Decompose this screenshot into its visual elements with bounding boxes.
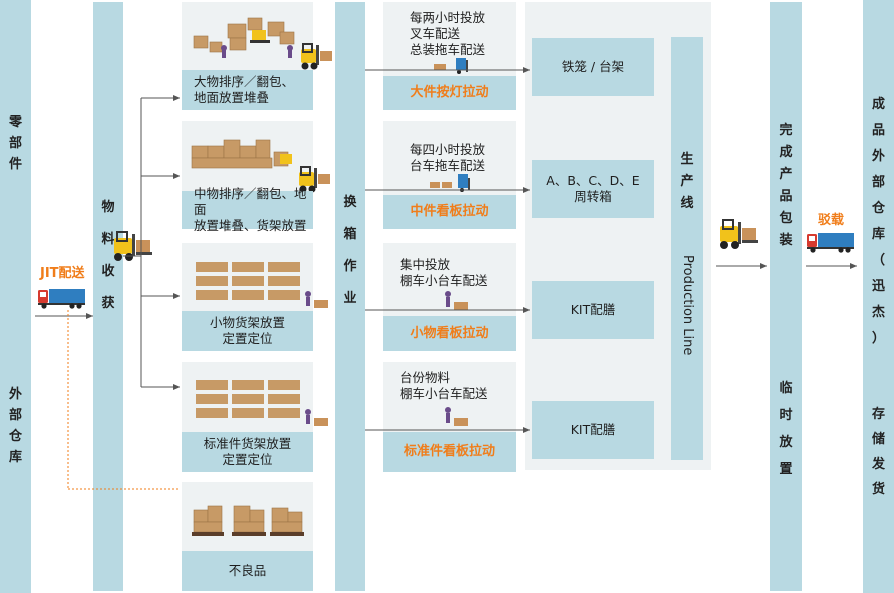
external-warehouse-char-1: 部: [8, 408, 22, 423]
delivery-medium-desc: 每四小时投放 台车拖车配送: [410, 142, 486, 173]
receiving-char-0: 物: [101, 200, 115, 215]
small-parts-shelf-icon: [196, 262, 328, 308]
production-line-char-2: 线: [680, 196, 694, 211]
material-receiving-column: 物料收获: [93, 2, 123, 591]
finished-warehouse-char-6: （: [871, 253, 885, 268]
jit-delivery-label: JIT配送: [40, 266, 85, 281]
delivery-small-desc: 集中投放 棚车小台车配送: [400, 257, 488, 288]
pull-medium-label: 中件看板拉动: [383, 195, 516, 229]
finished-warehouse-char-5: 库: [871, 227, 885, 242]
external-warehouse-char-3: 库: [8, 450, 22, 465]
receiving-char-2: 收: [101, 264, 115, 279]
parts-char-0: 零: [8, 115, 22, 130]
parts-char-2: 件: [8, 157, 22, 172]
truck-icon: [807, 233, 854, 253]
parts-source-column: 零部件 外部仓库: [0, 0, 31, 593]
finished-warehouse-column: 成品外部仓库 （ 迅杰 ） 存储发货: [863, 0, 894, 593]
external-warehouse-char-2: 仓: [8, 429, 22, 444]
parts-char-1: 部: [8, 136, 22, 151]
medium-parts-stack-icon: [191, 139, 292, 169]
finished-warehouse-char-0: 成: [871, 97, 885, 112]
temporary-storage-char-3: 置: [779, 462, 793, 477]
finished-packing-char-2: 产: [779, 167, 793, 182]
large-parts-stack-icon: [193, 17, 295, 58]
exchange-label: 换箱作业: [335, 187, 365, 315]
forklift-icon: [720, 219, 758, 249]
exchange-char-3: 业: [343, 291, 357, 306]
finished-packing-char-1: 成: [779, 145, 793, 160]
transfer-label: 驳载: [818, 213, 845, 228]
external-warehouse-label: 外部仓库: [0, 384, 31, 468]
standard-parts-shelf-icon: [196, 380, 328, 426]
storage-shipping-char-1: 储: [871, 432, 885, 447]
storage-standard-label: 标准件货架放置 定置定位: [182, 432, 313, 472]
receiving-char-3: 获: [101, 296, 115, 311]
finished-warehouse-char-8: 杰: [871, 305, 885, 320]
forklift-icon: [434, 58, 468, 74]
storage-defective-label: 不良品: [182, 551, 313, 591]
pull-large-label: 大件按灯拉动: [383, 76, 516, 110]
temporary-storage-label: 临时放置: [770, 375, 802, 483]
finished-packing-char-5: 装: [779, 233, 793, 248]
finished-warehouse-char-9: ）: [871, 331, 885, 346]
exchange-char-1: 箱: [343, 227, 357, 242]
temporary-storage-char-2: 放: [779, 435, 793, 450]
receiving-char-1: 料: [101, 232, 115, 247]
delivery-large-desc: 每两小时投放 叉车配送 总装拖车配送: [410, 10, 486, 57]
storage-small-label: 小物货架放置 定置定位: [182, 311, 313, 351]
storage-shipping-char-2: 发: [871, 457, 885, 472]
storage-shipping-char-3: 货: [871, 482, 885, 497]
finished-warehouse-char-2: 外: [871, 149, 885, 164]
finished-packing-char-4: 包: [779, 211, 793, 226]
production-line-column: 生产线: [671, 37, 703, 460]
temporary-storage-char-1: 时: [779, 408, 793, 423]
finished-warehouse-char-3: 部: [871, 175, 885, 190]
temporary-storage-char-0: 临: [779, 381, 793, 396]
delivery-standard-desc: 台份物料 棚车小台车配送: [400, 370, 488, 401]
exchange-box-column: 换箱作业: [335, 2, 365, 591]
finished-packing-char-0: 完: [779, 123, 793, 138]
finished-warehouse-label: 成品外部仓库 （ 迅杰 ）: [863, 92, 894, 352]
storage-large-label: 大物排序／翻包、 地面放置堆叠: [182, 70, 313, 110]
production-line-cn-label: 生产线: [671, 149, 703, 215]
production-line-char-0: 生: [680, 152, 694, 167]
exchange-char-0: 换: [343, 195, 357, 210]
line-box-kit-small: KIT配膳: [532, 281, 654, 339]
pull-small-label: 小物看板拉动: [383, 316, 516, 351]
exchange-char-2: 作: [343, 259, 357, 274]
finished-warehouse-char-4: 仓: [871, 201, 885, 216]
finished-warehouse-char-1: 品: [871, 123, 885, 138]
finished-product-column: 完成产品包装 临时放置: [770, 2, 802, 591]
production-line-char-1: 产: [680, 174, 694, 189]
truck-icon: [38, 289, 85, 309]
finished-warehouse-char-7: 迅: [871, 279, 885, 294]
line-box-cage: 铁笼 / 台架: [532, 38, 654, 96]
pull-standard-label: 标准件看板拉动: [383, 432, 516, 472]
line-box-turnover: A、B、C、D、E 周转箱: [532, 160, 654, 218]
parts-label: 零部件: [0, 112, 31, 175]
finished-packing-label: 完成产品包装: [770, 120, 802, 252]
receiving-label: 物料收获: [93, 192, 123, 320]
storage-shipping-label: 存储发货: [863, 402, 894, 502]
line-box-kit-standard: KIT配膳: [532, 401, 654, 459]
finished-packing-char-3: 品: [779, 189, 793, 204]
storage-shipping-char-0: 存: [871, 407, 885, 422]
hand-cart-icon: [445, 407, 468, 426]
forklift-icon: [301, 43, 332, 70]
forklift-icon: [299, 166, 330, 193]
forklift-icon: [114, 231, 152, 261]
defective-parts-pallet-icon: [192, 505, 304, 536]
hand-cart-icon: [445, 291, 468, 310]
external-warehouse-char-0: 外: [8, 387, 22, 402]
